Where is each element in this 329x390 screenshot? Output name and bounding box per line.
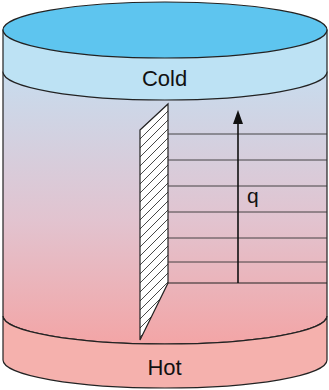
hot-band: Hot <box>0 286 329 390</box>
band-label: Cold <box>0 67 329 91</box>
cold-band: Cold <box>0 0 329 104</box>
cylinder-body <box>3 72 327 344</box>
arrow-head <box>233 110 243 124</box>
band-label: Hot <box>0 356 329 380</box>
hatched-wall <box>140 104 168 340</box>
cold-top-disk <box>3 2 327 58</box>
isotherm-lines <box>168 134 327 262</box>
heat-flow-arrow <box>237 122 239 283</box>
cut-floor <box>168 282 327 283</box>
cut-face <box>140 104 168 340</box>
flux-label: q <box>247 184 259 207</box>
